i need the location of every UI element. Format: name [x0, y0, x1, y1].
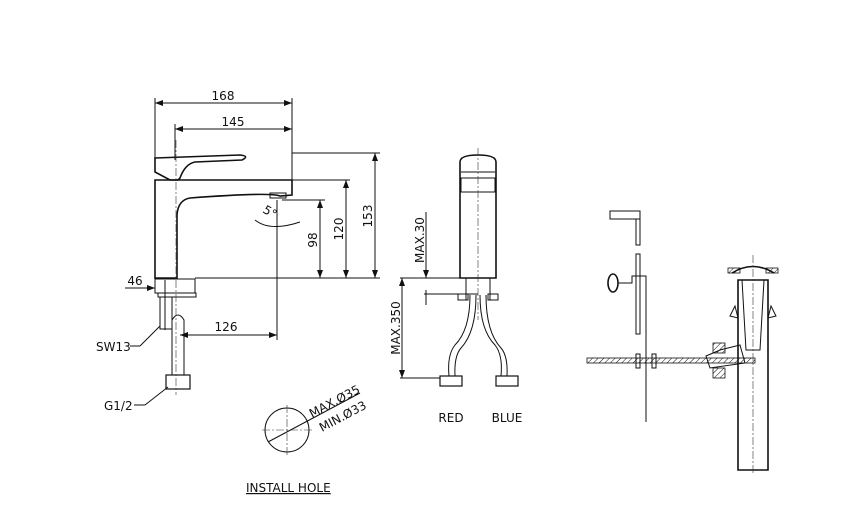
g12-nut	[165, 374, 191, 390]
dim-145: 145	[222, 115, 245, 129]
dim-46: 46	[127, 274, 142, 288]
side-view: MAX.30 MAX.350 RED BLUE	[389, 148, 522, 425]
dim-120: 120	[332, 218, 346, 241]
dim-98: 98	[306, 232, 320, 247]
dim-max-350: MAX.350	[389, 301, 403, 355]
label-blue: BLUE	[492, 411, 523, 425]
pop-up-lever	[609, 210, 641, 220]
label-g12: G1/2	[104, 399, 133, 413]
pop-up-drain-assembly	[586, 210, 779, 475]
dim-153: 153	[361, 205, 375, 228]
label-red: RED	[438, 411, 463, 425]
label-sw13: SW13	[96, 340, 131, 354]
faucet-body	[154, 179, 293, 279]
blue-hose-nut	[495, 375, 519, 387]
dim-max-30: MAX.30	[413, 217, 427, 263]
pivot-rod	[586, 357, 756, 364]
install-hole: MAX.Ø35 MIN.Ø33 INSTALL HOLE	[246, 382, 369, 495]
spout-angle: 5°	[261, 202, 280, 221]
install-hole-title: INSTALL HOLE	[246, 481, 331, 495]
lever-handle	[154, 154, 247, 181]
front-view: 168 145 98 120 153 46 126 5° SW13	[96, 89, 380, 413]
dim-168: 168	[212, 89, 235, 103]
red-hose-nut	[439, 375, 463, 387]
knob	[607, 273, 619, 293]
dim-126: 126	[215, 320, 238, 334]
